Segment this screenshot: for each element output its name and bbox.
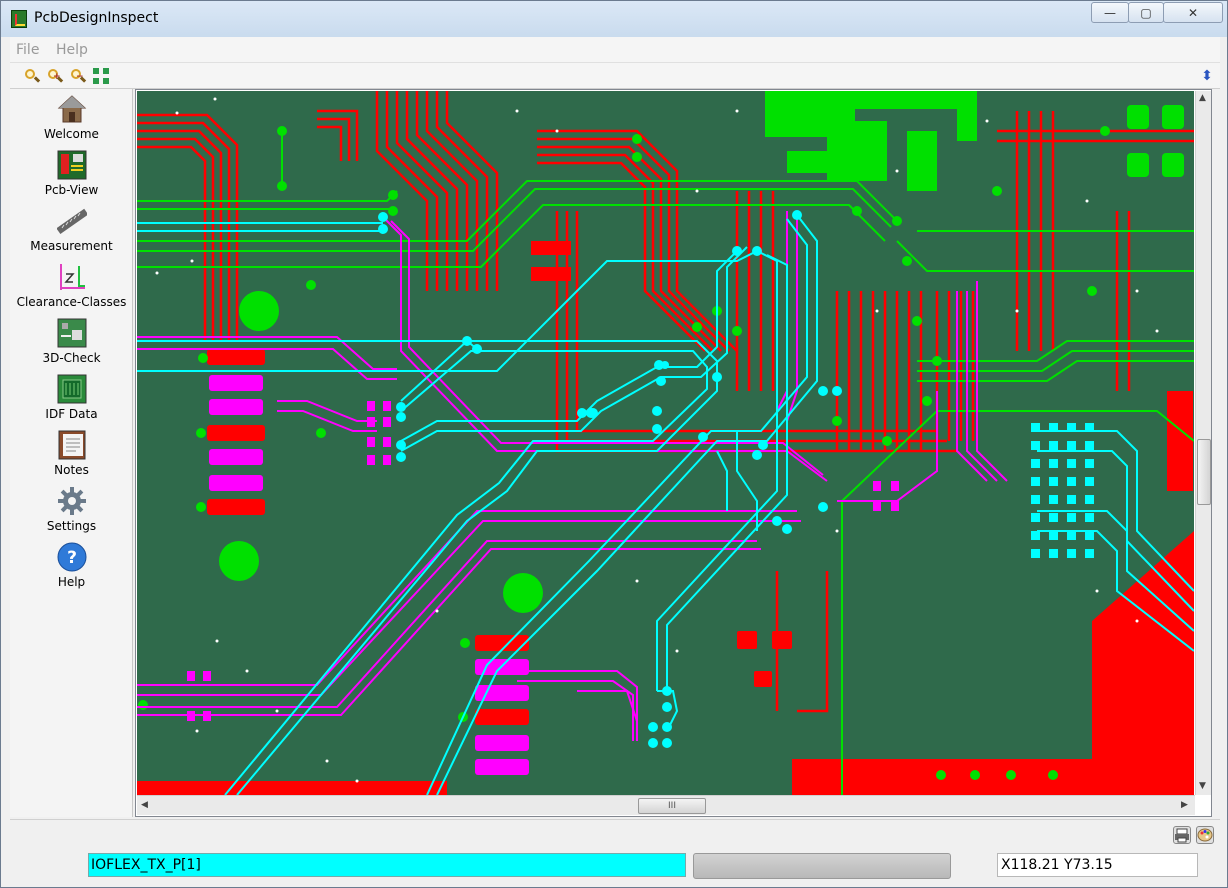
cursor-coordinates: X118.21 Y73.15 [997,853,1198,877]
menu-bar: File Help [10,37,1220,63]
clearance-icon [60,264,85,290]
vertical-scrollbar[interactable]: ▲ ▼ [1195,91,1211,795]
maximize-button[interactable]: ▢ [1128,2,1164,23]
zoom-fit-icon[interactable] [93,68,109,84]
selected-net-field: IOFLEX_TX_P[1] [88,853,686,877]
menu-file[interactable]: File [16,42,40,58]
sidebar: Welcome Pcb-View Measurement [10,89,133,817]
scroll-left-icon[interactable]: ◀ [141,800,148,810]
sidebar-item-3d-check[interactable]: 3D-Check [10,318,133,374]
idf-data-icon [57,374,87,404]
sidebar-label: 3D-Check [42,351,101,365]
horizontal-scroll-thumb[interactable]: III [638,798,706,814]
scroll-right-icon[interactable]: ▶ [1181,800,1188,810]
sidebar-label: Welcome [44,127,99,141]
print-icon[interactable] [1173,826,1191,844]
pcb-view-icon [57,150,87,180]
sidebar-label: Help [57,575,86,589]
minimize-button[interactable]: — [1091,2,1129,23]
sidebar-label: Measurement [30,239,113,253]
collapse-toolbar-icon[interactable]: ⬍ [1201,68,1213,84]
sidebar-label: IDF Data [45,407,98,421]
pcb-layout-graphic [137,91,1194,795]
sidebar-item-help[interactable]: ? Help [10,542,133,598]
sidebar-label: Notes [54,463,89,477]
sidebar-item-idf-data[interactable]: IDF Data [10,374,133,430]
sidebar-item-pcb-view[interactable]: Pcb-View [10,150,133,206]
progress-bar [693,853,951,879]
horizontal-scrollbar[interactable]: ◀ III ▶ [137,795,1195,815]
scroll-up-icon[interactable]: ▲ [1199,93,1206,103]
sidebar-item-settings[interactable]: Settings [10,486,133,542]
sidebar-item-welcome[interactable]: Welcome [10,94,133,150]
ruler-icon [57,208,87,235]
pcb-canvas[interactable] [137,91,1194,795]
gear-icon [58,487,86,515]
sidebar-label: Pcb-View [44,183,99,197]
svg-text:?: ? [67,548,77,568]
sidebar-label: Clearance-Classes [16,295,127,309]
help-icon: ? [57,542,87,572]
menu-help[interactable]: Help [56,42,88,58]
vertical-scroll-thumb[interactable] [1197,439,1211,505]
palette-icon[interactable] [1196,826,1214,844]
notes-icon [58,430,86,460]
toolbar: + − ⬍ [10,63,1220,89]
sidebar-label: Settings [46,519,97,533]
zoom-in-icon[interactable]: + [47,68,64,84]
zoom-icon[interactable] [24,68,41,84]
status-bar: IOFLEX_TX_P[1] X118.21 Y73.15 [10,819,1220,883]
pcb-view-panel: ▲ ▼ ◀ III ▶ [135,89,1212,817]
app-icon [11,10,27,28]
sidebar-item-notes[interactable]: Notes [10,430,133,486]
close-button[interactable]: ✕ [1163,2,1223,23]
title-bar: PcbDesignInspect — ▢ ✕ [1,1,1227,37]
home-icon [57,95,87,123]
sidebar-item-clearance-classes[interactable]: Clearance-Classes [10,262,133,318]
sidebar-item-measurement[interactable]: Measurement [10,206,133,262]
scroll-down-icon[interactable]: ▼ [1199,781,1206,791]
3d-check-icon [57,318,87,348]
zoom-out-icon[interactable]: − [70,68,87,84]
window-title: PcbDesignInspect [34,10,159,26]
